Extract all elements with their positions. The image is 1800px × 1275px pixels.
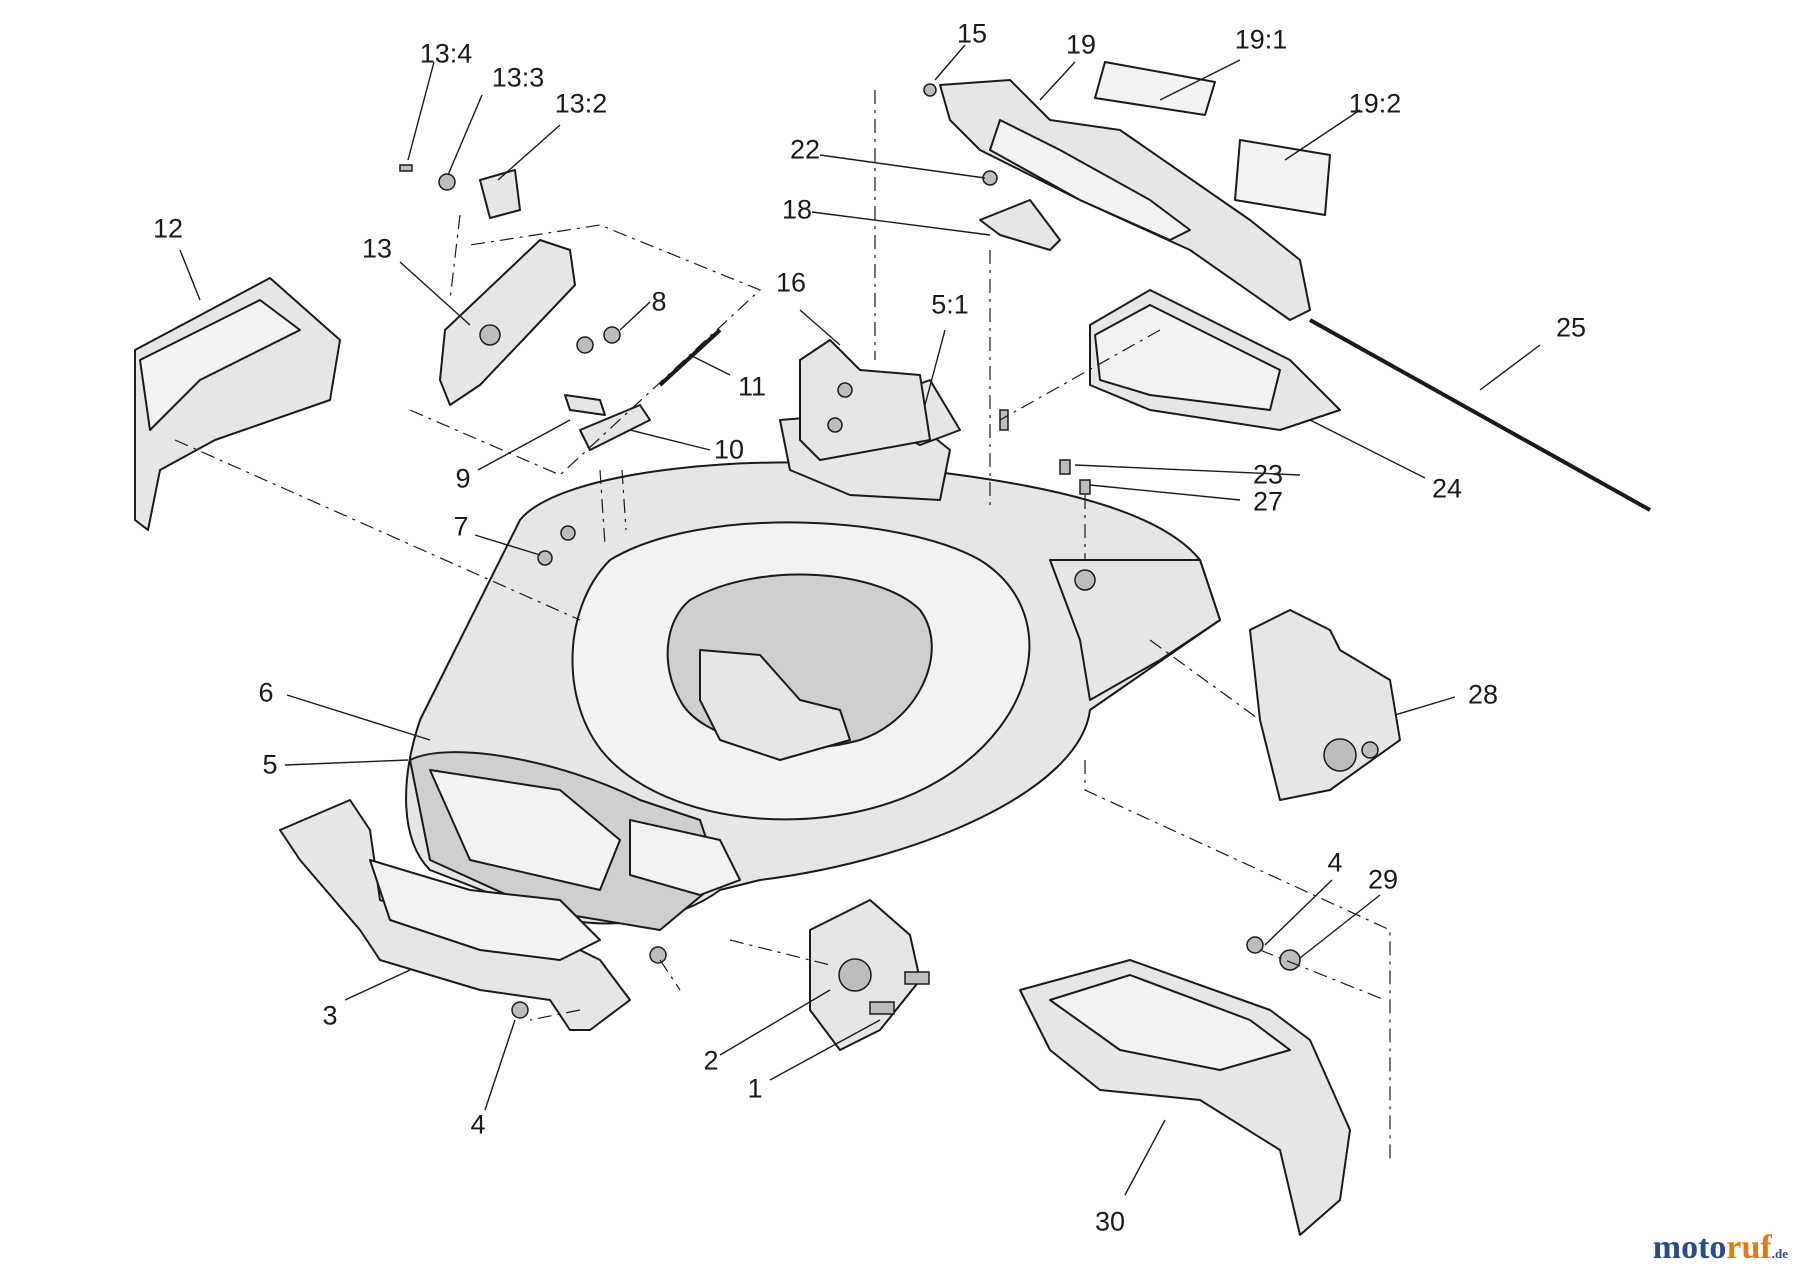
callout-4-left: 4 — [470, 1109, 486, 1140]
callout-19: 19 — [1065, 29, 1097, 60]
callout-8: 8 — [651, 286, 667, 317]
callout-29: 29 — [1367, 864, 1399, 895]
callout-5: 5 — [262, 749, 278, 780]
callout-13: 13 — [361, 233, 393, 264]
callout-3: 3 — [322, 1000, 338, 1031]
callout-15: 15 — [956, 18, 988, 49]
callout-16: 16 — [775, 267, 807, 298]
motoruf-logo: motoruf.de — [1652, 1229, 1788, 1266]
callout-23: 23 — [1252, 459, 1284, 490]
rear-cover — [939, 61, 1331, 321]
rear-axle-rod — [1309, 318, 1651, 512]
callout-11: 11 — [737, 371, 767, 402]
callout-28: 28 — [1467, 679, 1499, 710]
mower-deck — [405, 379, 1221, 931]
callout-12: 12 — [152, 213, 184, 244]
callout-25: 25 — [1555, 312, 1587, 343]
callout-19-2: 19:2 — [1348, 88, 1402, 119]
handle-bracket — [799, 339, 931, 461]
rear-flap — [134, 277, 341, 531]
callout-6: 6 — [258, 677, 274, 708]
callout-13-4: 13:4 — [419, 38, 473, 69]
latch-bracket — [399, 164, 576, 406]
front-skirt — [279, 799, 631, 1031]
side-deflector — [1019, 959, 1351, 1236]
torsion-spring — [979, 199, 1061, 251]
callout-1: 1 — [747, 1073, 763, 1104]
callout-19-1: 19:1 — [1234, 24, 1288, 55]
callout-10: 10 — [713, 434, 745, 465]
callout-7: 7 — [453, 511, 469, 542]
front-wheel-plate — [809, 899, 930, 1051]
callout-2: 2 — [703, 1045, 719, 1076]
callout-27: 27 — [1252, 486, 1284, 517]
callout-18: 18 — [781, 194, 813, 225]
callout-9: 9 — [455, 463, 471, 494]
leader-lines — [179, 44, 1541, 1196]
hardware — [511, 83, 1301, 1019]
spring-and-rod-assembly — [564, 326, 722, 451]
grass-chute — [1089, 289, 1341, 431]
callout-22: 22 — [789, 134, 821, 165]
callout-24: 24 — [1431, 473, 1463, 504]
callout-13-2: 13:2 — [554, 88, 608, 119]
callout-5-1: 5:1 — [931, 289, 969, 320]
callout-30: 30 — [1094, 1206, 1126, 1237]
callout-4-right: 4 — [1327, 847, 1343, 878]
height-adjuster — [1249, 609, 1401, 801]
callout-13-3: 13:3 — [491, 62, 545, 93]
